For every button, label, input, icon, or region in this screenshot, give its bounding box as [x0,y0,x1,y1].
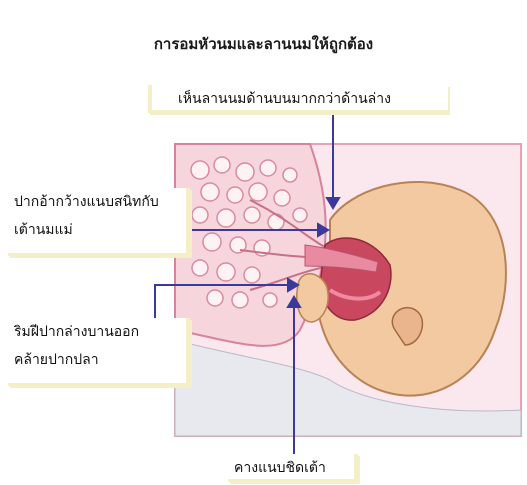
label-lower-lip-line1: ริมฝีปากล่างบานออก [14,322,180,342]
label-lower-lip: ริมฝีปากล่างบานออก คล้ายปากปลา [8,318,190,386]
label-upper-areola: เห็นลานนมด้านบนมากกว่าด้านล่าง [148,85,448,113]
label-chin: คางแนบชิดเต้า [228,454,358,482]
label-chin-text: คางแนบชิดเต้า [234,460,326,476]
label-wide-mouth-line2: เต้านมแม่ [14,220,180,240]
label-wide-mouth-line1: ปากอ้ากว้างแนบสนิทกับ [14,192,180,212]
baby-hand [297,274,328,322]
label-lower-lip-line2: คล้ายปากปลา [14,350,180,370]
label-wide-mouth: ปากอ้ากว้างแนบสนิทกับ เต้านมแม่ [8,188,190,256]
label-upper-areola-text: เห็นลานนมด้านบนมากกว่าด้านล่าง [178,91,391,107]
